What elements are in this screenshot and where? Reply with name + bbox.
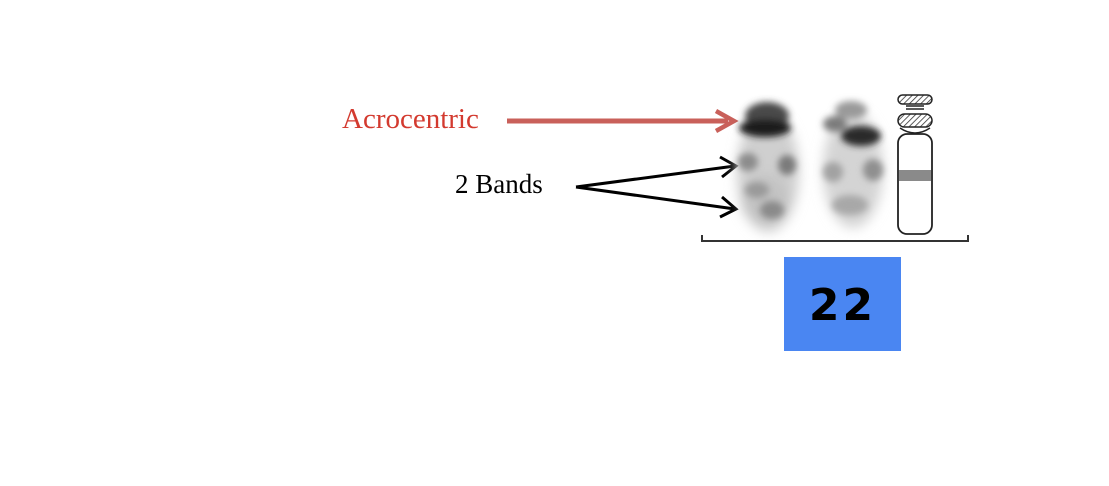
- bands-arrows: [575, 155, 739, 219]
- chromosome-number-badge: 22: [784, 257, 901, 351]
- chromosome-ideogram-icon: [897, 94, 933, 235]
- chromosome-photo-right: [823, 101, 883, 228]
- chromosome-photo-left: [737, 102, 799, 232]
- acrocentric-label: Acrocentric: [342, 103, 479, 135]
- acrocentric-arrow: [507, 109, 739, 133]
- chromosome-number: 22: [809, 280, 876, 331]
- group-bracket: [701, 235, 969, 242]
- bands-label: 2 Bands: [455, 169, 543, 199]
